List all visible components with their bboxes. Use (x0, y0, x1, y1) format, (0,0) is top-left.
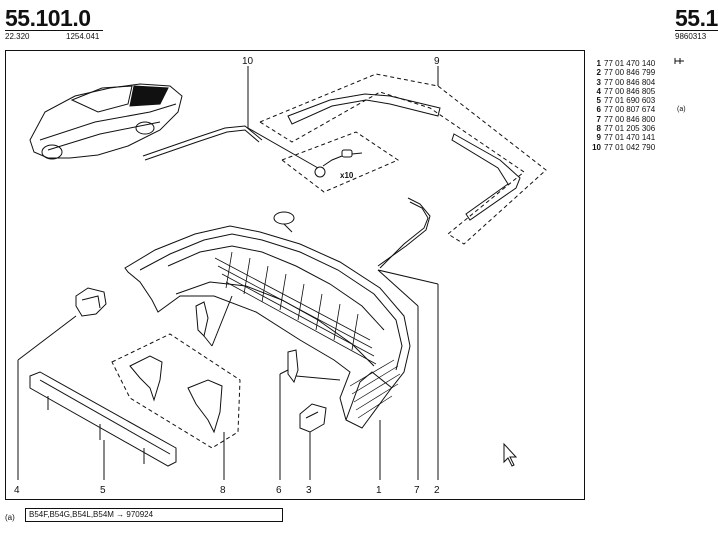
part-8-dashed-box (111, 333, 241, 449)
part-5-bar (29, 371, 177, 480)
small-cap-part (273, 211, 295, 233)
callout-clip-qty: x10 (340, 171, 354, 180)
next-page-code: 55.1 (675, 5, 718, 31)
callout-4: 4 (14, 485, 20, 496)
part-8-brackets (129, 355, 225, 480)
part-3-bracket (299, 403, 327, 480)
part-7-leader (377, 269, 419, 307)
callout-1: 1 (376, 485, 382, 496)
car-thumbnail (29, 83, 183, 160)
callout-9: 9 (434, 56, 440, 67)
page-code: 55.101.0 (5, 5, 91, 31)
bracket-left-small (195, 295, 233, 347)
part-4-bracket (17, 287, 107, 480)
footnote-box: B54F,B54G,B54L,B54M → 970924 (25, 508, 283, 522)
arrow-cursor-icon[interactable] (503, 442, 518, 467)
part-marker-icon (674, 58, 684, 64)
part-10-strip (142, 66, 263, 161)
diagram-frame (5, 50, 585, 500)
callout-6: 6 (276, 485, 282, 496)
ref-a: 22.320 (5, 32, 30, 41)
part-1-bumper (124, 225, 411, 480)
callout-2: 2 (434, 485, 440, 496)
ref-b: 1254.041 (66, 32, 100, 41)
next-header-rule (675, 30, 718, 31)
callout-10: 10 (242, 56, 254, 67)
next-ref: 9860313 (675, 32, 707, 41)
callout-8: 8 (220, 485, 226, 496)
part-9-dashed-box (258, 73, 547, 245)
part-9-strip (287, 66, 521, 221)
callout-7: 7 (414, 485, 420, 496)
header-rule (5, 30, 103, 31)
callout-3: 3 (306, 485, 312, 496)
part-2-wire (377, 197, 439, 480)
part-6-bracket (279, 349, 341, 480)
clips-dashed-box (280, 131, 400, 193)
footnote-mark: (a) (5, 513, 15, 522)
callout-5: 5 (100, 485, 106, 496)
clip-icon (247, 127, 363, 178)
